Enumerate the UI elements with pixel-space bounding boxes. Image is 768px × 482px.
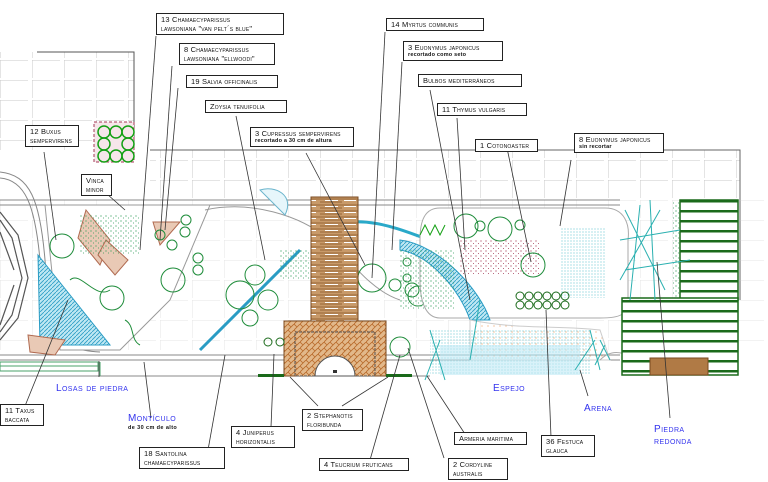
buxus-planter — [93, 121, 135, 163]
label-line1: 36 Festuca — [546, 437, 584, 446]
label-line1: 4 Juniperus — [236, 428, 275, 437]
label-line2: horizontalis — [236, 437, 275, 446]
label-line1: Armeria maritima — [459, 434, 514, 443]
wooden-walkway — [310, 196, 359, 323]
label-line1: 18 Santolina — [144, 449, 187, 458]
label-line1: 14 Myrtus communis — [391, 20, 458, 29]
label-line1: 3 Cupressus sempervirens — [255, 129, 341, 138]
zone-piedra-redonda: Piedra redonda — [654, 424, 692, 448]
label-buxus: 12 Buxus sempervirens — [25, 125, 79, 147]
label-line1: 13 Chamaecyparissus — [161, 15, 231, 24]
label-chamaecyparis-vanpelt: 13 Chamaecyparissus lawsoniana "van pelt… — [156, 13, 284, 35]
label-line1: 19 Salvia officinalis — [191, 77, 258, 86]
label-line2: baccata — [5, 415, 30, 424]
label-line1: Vinca — [86, 176, 104, 185]
edge-strip — [0, 361, 101, 376]
label-line1: 3 Euonymus japonicus — [408, 43, 480, 52]
label-line1: Bulbos mediterráneos — [423, 76, 495, 85]
label-bulbos: Bulbos mediterráneos — [418, 74, 522, 87]
zone-text: Espejo — [493, 383, 526, 394]
mirror-pond-bed — [399, 207, 641, 375]
zone-text: Losas de piedra — [56, 383, 129, 394]
label-line1: 11 Taxus — [5, 406, 35, 415]
wooden-deck — [621, 199, 739, 376]
label-vinca: Vinca minor — [81, 174, 112, 196]
label-taxus: 11 Taxus baccata — [0, 404, 44, 426]
label-line1: 12 Buxus — [30, 127, 61, 136]
leader-lines — [24, 31, 671, 461]
label-thymus: 11 Thymus vulgaris — [437, 103, 527, 116]
label-line2: chamaecyparissus — [144, 458, 201, 467]
label-line2: minor — [86, 185, 104, 194]
label-euonymus-sin: 8 Euonymus japonicus sin recortar — [574, 133, 664, 153]
label-line1: 2 Cordyline — [453, 460, 493, 469]
label-zoysia: Zoysia tenuifolia — [205, 100, 287, 113]
label-note: recortado como seto — [408, 52, 467, 58]
label-note: sin recortar — [579, 144, 612, 150]
zone-arena: Arena — [584, 403, 612, 415]
label-cupressus: 3 Cupressus sempervirens recortado a 30 … — [250, 127, 354, 147]
label-line1: 8 Chamaecyparissus — [184, 45, 249, 54]
label-line2: sempervirens — [30, 136, 73, 145]
label-line2: glauca — [546, 446, 568, 455]
label-armeria: Armeria maritima — [454, 432, 527, 445]
label-line1: 2 Stephanotis — [307, 411, 353, 420]
label-line1: 11 Thymus vulgaris — [442, 105, 506, 114]
zone-monticulo: Montículo de 30 cm de alto — [128, 413, 177, 432]
label-line1: Zoysia tenuifolia — [210, 102, 265, 111]
label-teucrium: 4 Teucrium fruticans — [319, 458, 409, 471]
zone-losas-de-piedra: Losas de piedra — [56, 383, 128, 395]
label-line2: australis — [453, 469, 483, 478]
zone-text-line1: Piedra — [654, 424, 685, 435]
brick-fountain — [258, 320, 412, 377]
montículo-bed — [27, 204, 211, 356]
zone-note: de 30 cm de alto — [128, 425, 178, 431]
label-line2: lawsoniana "ellwoodi" — [184, 54, 255, 63]
label-stephanotis: 2 Stephanotis floribunda — [302, 409, 363, 431]
label-cordyline: 2 Cordyline australis — [448, 458, 508, 480]
label-line1: 4 Teucrium fruticans — [324, 460, 393, 469]
zone-text: Arena — [584, 403, 613, 414]
label-note: recortado a 30 cm de altura — [255, 138, 332, 144]
ornamental-grasses — [424, 199, 691, 381]
label-line2: floribunda — [307, 420, 342, 429]
label-myrtus: 14 Myrtus communis — [386, 18, 484, 31]
label-line1: 1 Cotonoaster — [480, 141, 530, 150]
label-chamaecyparis-ellwoodi: 8 Chamaecyparissus lawsoniana "ellwoodi" — [179, 43, 275, 65]
label-line2: lawsoniana "van pelt´s blue" — [161, 24, 253, 33]
octagon-pergola — [0, 211, 29, 341]
label-juniperus: 4 Juniperus horizontalis — [231, 426, 295, 448]
label-festuca: 36 Festuca glauca — [541, 435, 595, 457]
zone-text-line2: redonda — [654, 436, 692, 447]
label-salvia: 19 Salvia officinalis — [186, 75, 278, 88]
label-cotoneaster: 1 Cotonoaster — [475, 139, 538, 152]
label-line1: 8 Euonymus japonicus — [579, 135, 651, 144]
zone-espejo: Espejo — [493, 383, 525, 395]
label-euonymus-seto: 3 Euonymus japonicus recortado como seto — [403, 41, 503, 61]
label-santolina: 18 Santolina chamaecyparissus — [139, 447, 225, 469]
zone-text: Montículo — [128, 413, 177, 424]
